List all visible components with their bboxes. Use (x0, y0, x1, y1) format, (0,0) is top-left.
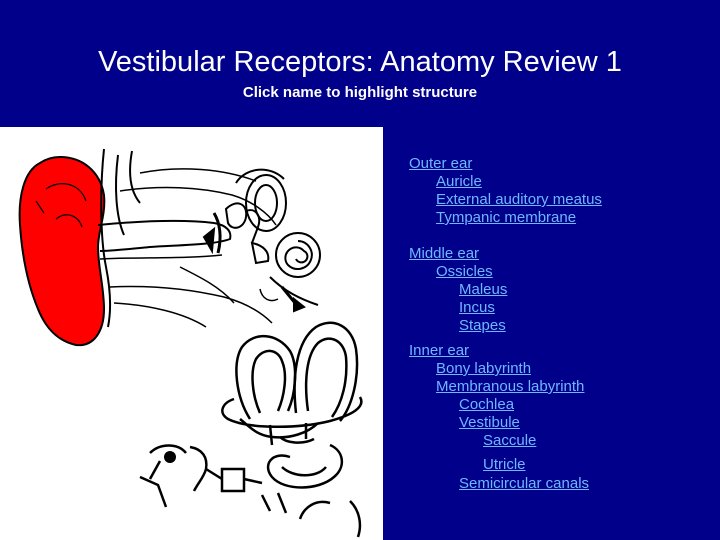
menu-item-cochlea[interactable]: Cochlea (459, 396, 515, 413)
auricle-highlight (18, 155, 106, 347)
menu-item-outer-ear[interactable]: Outer ear (409, 155, 473, 172)
menu-item-saccule[interactable]: Saccule (483, 432, 537, 449)
menu-item-inner-ear[interactable]: Inner ear (409, 342, 470, 359)
menu-item-auricle[interactable]: Auricle (436, 173, 482, 190)
page-title: Vestibular Receptors: Anatomy Review 1 (98, 46, 622, 78)
menu-item-membranous-labyrinth[interactable]: Membranous labyrinth (436, 378, 585, 395)
menu-item-stapes[interactable]: Stapes (459, 317, 506, 334)
menu-item-ossicles[interactable]: Ossicles (436, 263, 493, 280)
page-subtitle: Click name to highlight structure (242, 84, 478, 101)
menu-item-incus[interactable]: Incus (459, 299, 495, 316)
ear-anatomy-drawing (18, 148, 363, 538)
menu-item-semicircular-canals[interactable]: Semicircular canals (459, 475, 590, 492)
inner-ear-shape (235, 168, 321, 313)
labyrinth-detail (139, 321, 363, 538)
menu-item-tympanic-membrane[interactable]: Tympanic membrane (436, 209, 577, 226)
menu-item-utricle[interactable]: Utricle (483, 456, 526, 473)
external-auditory-meatus-shape (97, 219, 232, 252)
ossicles-shape (202, 202, 270, 265)
menu-item-bony-labyrinth[interactable]: Bony labyrinth (436, 360, 532, 377)
menu-item-external-auditory-meatus[interactable]: External auditory meatus (436, 191, 602, 208)
tympanic-membrane-shape (212, 212, 222, 254)
menu-item-maleus[interactable]: Maleus (459, 281, 508, 298)
ear-anatomy-illustration (0, 127, 383, 540)
menu-item-middle-ear[interactable]: Middle ear (409, 245, 480, 262)
menu-item-vestibule[interactable]: Vestibule (459, 414, 520, 431)
